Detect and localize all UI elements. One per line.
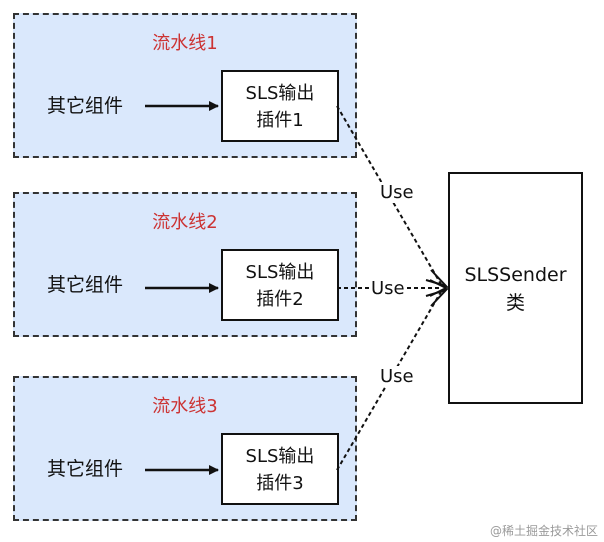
pipeline-title: 流水线3 bbox=[152, 396, 218, 417]
plugin-label-line1: SLS输出 bbox=[245, 262, 315, 283]
plugin-label-line2: 插件3 bbox=[256, 473, 304, 494]
pipeline-container-2: 流水线2 其它组件 SLS输出 插件2 bbox=[13, 192, 357, 337]
other-components-label: 其它组件 bbox=[47, 95, 124, 117]
plugin-label-line2: 插件1 bbox=[256, 110, 304, 131]
use-label-2: Use bbox=[369, 278, 407, 299]
plugin-label-line1: SLS输出 bbox=[245, 446, 315, 467]
sls-output-plugin-box: SLS输出 插件2 bbox=[221, 249, 339, 321]
sender-label-line1: SLSSender bbox=[464, 264, 567, 286]
pipeline-title: 流水线2 bbox=[152, 212, 218, 233]
watermark-text: @稀土掘金技术社区 bbox=[489, 524, 598, 538]
pipeline-title: 流水线1 bbox=[152, 33, 218, 54]
use-label-1: Use bbox=[378, 182, 416, 203]
plugin-label-line2: 插件2 bbox=[256, 289, 304, 310]
sls-output-plugin-box: SLS输出 插件3 bbox=[221, 433, 339, 505]
pipeline-container-3: 流水线3 其它组件 SLS输出 插件3 bbox=[13, 376, 357, 521]
sls-sender-class-box: SLSSender 类 bbox=[448, 172, 583, 404]
other-components-label: 其它组件 bbox=[47, 458, 124, 480]
other-components-label: 其它组件 bbox=[47, 274, 124, 296]
sender-label-line2: 类 bbox=[505, 292, 525, 314]
plugin-label-line1: SLS输出 bbox=[245, 83, 315, 104]
open-arrowhead-icon bbox=[425, 287, 450, 307]
use-label-3: Use bbox=[378, 366, 416, 387]
